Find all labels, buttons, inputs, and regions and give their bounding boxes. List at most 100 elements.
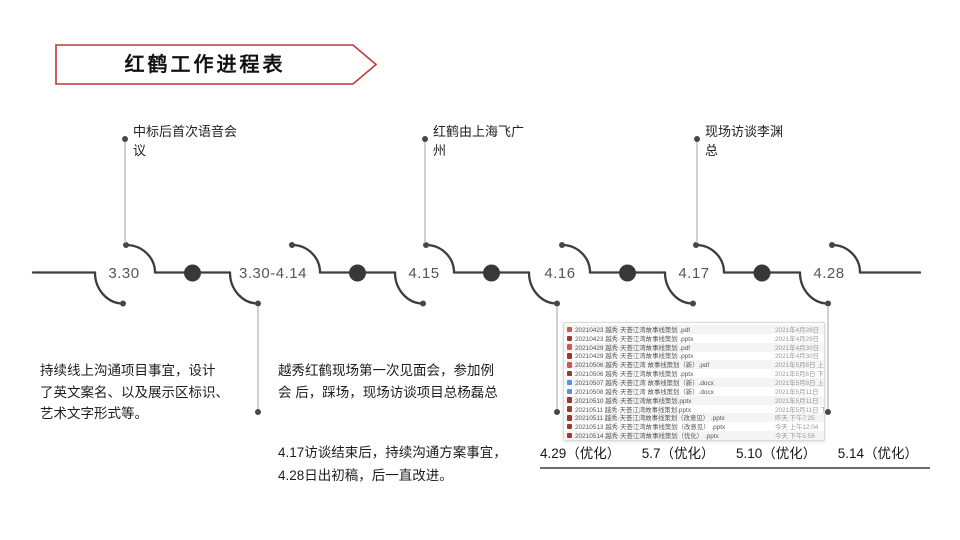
note-first-meeting: 越秀红鹤现场第一次见面会，参加例 会 后，踩场，现场访谈项目总杨磊总 <box>278 363 498 400</box>
file-row: 20210506 越秀·天荟江湾 故事线策划（新）.pdf 2021年5月8日 上 <box>564 360 824 369</box>
hook-dot <box>123 242 129 248</box>
down-hook <box>228 271 260 305</box>
file-date: 2021年5月6日 下 <box>775 371 824 379</box>
file-name: 20210511 越秀·天荟江湾故事线策划（改意见） .pptx <box>575 415 725 423</box>
hook-dot <box>289 242 295 248</box>
connector-end-dots <box>120 136 835 415</box>
file-row: 20210514 越秀·天荟江湾故事线策划（优化） .pptx 今天 下午5:58 <box>564 431 824 440</box>
file-date: 2021年4月28日 <box>775 326 820 334</box>
file-date: 昨天 下午7:25 <box>775 415 815 423</box>
hook-dot <box>255 300 261 307</box>
timeline-node <box>619 264 636 282</box>
file-type-icon <box>567 362 572 368</box>
up-hook <box>124 243 157 274</box>
file-row: 20210507 越秀·天荟江湾 故事线策划（新）.docx 2021年5月8日 … <box>564 378 824 387</box>
file-type-icon <box>567 397 572 403</box>
up-hook <box>560 243 592 274</box>
file-row: 20210423 越秀·天荟江湾故事线策划 .pptx 2021年4月29日 <box>564 334 824 343</box>
annotation-dot <box>122 136 128 142</box>
file-type-icon <box>567 406 572 412</box>
file-name: 20210507 越秀·天荟江湾 故事线策划（新）.docx <box>575 379 714 387</box>
down-hook <box>527 271 559 305</box>
hook-dot <box>829 242 835 248</box>
hook-dot <box>559 242 565 248</box>
hook-dot <box>554 300 560 307</box>
optimization-dates-row: 4.29（优化） 5.7（优化） 5.10（优化） 5.14（优化） <box>540 442 918 462</box>
annotation-dot <box>422 136 428 142</box>
optimization-date: 5.14（优化） <box>837 446 918 461</box>
up-hook <box>290 243 322 274</box>
optimization-date: 5.7（优化） <box>641 446 715 461</box>
up-hook <box>424 243 456 274</box>
file-name: 20210514 越秀·天荟江湾故事线策划（优化） .pptx <box>575 433 719 441</box>
file-row: 20210506 越秀·天荟江湾故事线策划 .pptx 2021年5月6日 下 <box>564 369 824 378</box>
file-date: 2021年5月11日 下 <box>775 406 825 414</box>
annotation-interview: 现场访谈李渊 总 <box>705 124 784 158</box>
file-date: 2021年5月11日 <box>775 397 819 405</box>
timeline-up-hooks <box>124 243 862 274</box>
file-row: 20210511 越秀·天荟江湾故事线策划（改意见） .pptx 昨天 下午7:2… <box>564 413 824 422</box>
annotation-flight: 红鹤由上海飞广 州 <box>433 124 525 158</box>
down-hook <box>393 271 425 305</box>
file-name: 20210423 越秀·天荟江湾故事线策划 .pdf <box>575 326 691 334</box>
down-hook <box>663 271 695 305</box>
hook-dot <box>690 300 696 307</box>
timeline-node-dots <box>184 264 771 282</box>
file-name: 20210506 越秀·天荟江湾 故事线策划（新）.pdf <box>575 362 710 370</box>
file-name: 20210508 越秀·天荟江湾 故事线策划（新）.docx <box>575 388 714 396</box>
hook-dot <box>420 300 426 307</box>
file-name: 20210429 越秀·天荟江湾故事线策划 .pptx <box>575 353 694 361</box>
file-type-icon <box>567 335 572 342</box>
file-date: 今天 下午5:58 <box>775 433 815 441</box>
timeline-date-labels: 3.30 3.30-4.14 4.15 4.16 4.17 4.28 <box>108 265 844 282</box>
file-name: 20210513 越秀·天荟江湾故事线策划（改意见） .pptx <box>575 424 726 432</box>
down-hook <box>798 271 830 305</box>
date-label: 3.30 <box>108 265 139 282</box>
file-date: 2021年5月11日 <box>775 388 819 396</box>
file-name: 20210511 越秀·天荟江湾故事线策划.pptx <box>575 406 692 414</box>
file-row: 20210508 越秀·天荟江湾 故事线策划（新）.docx 2021年5月11日 <box>564 387 824 396</box>
title-banner-shape <box>55 44 378 85</box>
file-row: 20210511 越秀·天荟江湾故事线策划.pptx 2021年5月11日 下 <box>564 405 824 414</box>
date-label: 3.30-4.14 <box>239 265 307 282</box>
file-date: 2021年4月29日 <box>775 335 820 343</box>
leader-dot <box>825 409 831 415</box>
timeline-node <box>184 264 201 282</box>
annotation-dot <box>694 136 700 142</box>
file-date: 2021年5月8日 上 <box>775 362 824 370</box>
file-date: 2021年5月8日 上 <box>775 379 824 387</box>
file-name: 20210429 越秀·天荟江湾故事线策划 .pdf <box>575 344 691 352</box>
file-row: 20210423 越秀·天荟江湾故事线策划 .pdf 2021年4月28日 <box>564 325 824 334</box>
file-type-icon <box>567 388 572 395</box>
file-type-icon <box>567 344 572 350</box>
note-online-communication: 持续线上沟通项目事宜，设计 了英文案名、以及展示区标识、 艺术文字形式等。 <box>40 363 229 421</box>
note-draft-progress: 4.17访谈结束后，持续沟通方案事宜， 4.28日出初稿，后一直改进。 <box>278 445 507 483</box>
timeline-node <box>349 264 366 282</box>
hook-dot <box>693 242 699 248</box>
hook-dot <box>423 242 429 248</box>
leader-dot <box>255 409 261 415</box>
down-hook <box>93 271 125 305</box>
optimization-date: 5.10（优化） <box>735 446 817 461</box>
date-label: 4.28 <box>813 265 844 282</box>
page-title: 红鹤工作进程表 <box>124 54 286 76</box>
timeline-down-hooks <box>93 271 830 305</box>
timeline-node <box>753 264 771 282</box>
optimization-date: 4.29（优化） <box>540 446 621 461</box>
file-name: 20210423 越秀·天荟江湾故事线策划 .pptx <box>575 335 694 343</box>
file-type-icon <box>567 423 572 430</box>
date-label: 4.16 <box>544 265 575 282</box>
hook-dot <box>120 300 126 307</box>
hook-dot <box>825 300 831 307</box>
file-name: 20210510 越秀·天荟江湾故事线策划.pptx <box>575 397 692 405</box>
timeline-node <box>483 264 500 282</box>
date-label: 4.15 <box>408 265 439 282</box>
file-type-icon <box>567 353 572 359</box>
file-name: 20210506 越秀·天荟江湾故事线策划 .pptx <box>575 371 694 379</box>
file-type-icon <box>567 326 572 333</box>
file-type-icon <box>567 432 572 439</box>
up-hook <box>694 243 726 274</box>
